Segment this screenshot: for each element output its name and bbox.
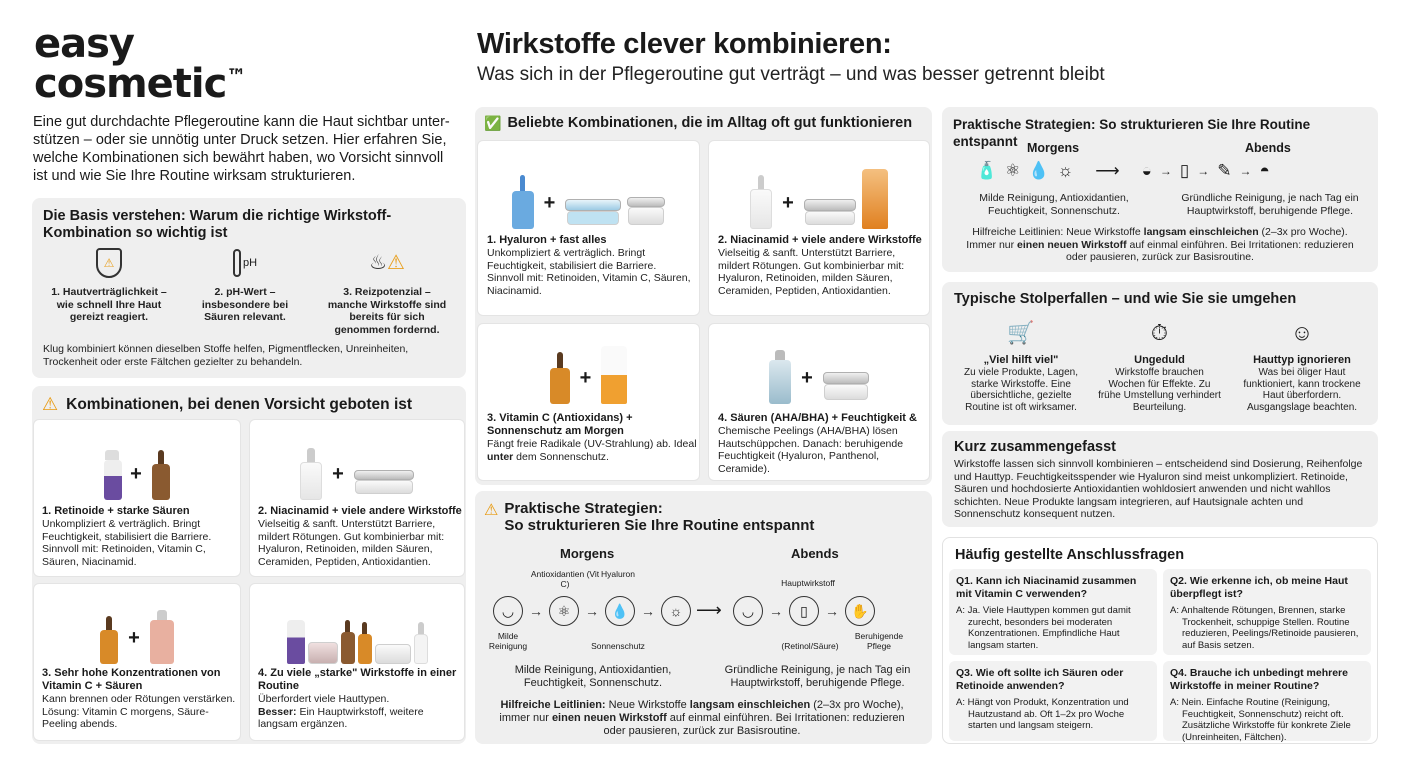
summary-text: Wirkstoffe lassen sich sinnvoll kombinie… (954, 458, 1363, 520)
plus-icon: + (332, 463, 344, 485)
brand-logo: easy cosmetic™ (34, 21, 246, 107)
caution-card-1: + 1. Retinoide + starke Säuren Unkompliz… (33, 419, 241, 577)
cleanser-bowl-icon: ◡ (493, 596, 523, 626)
arrow-icon: → (1159, 164, 1172, 178)
shopping-cart-icon: 🛒 (1007, 320, 1035, 345)
thermometer-ph-icon: pH (190, 248, 300, 278)
faq-item-3: Q3. Wie oft sollte ich Säuren oder Retin… (949, 661, 1157, 741)
basis-panel: Die Basis verstehen: Warum die richtige … (32, 198, 466, 378)
evening-routine-steps: ◡ → ▯ → ✋ (733, 596, 875, 626)
product-image (250, 592, 464, 664)
basis-item-2: pH 2. pH-Wert – insbesondere bei Säuren … (190, 248, 300, 324)
basis-item-3: ♨⚠ 3. Reizpotenzial – manche Wirkstoffe … (322, 248, 452, 336)
plus-icon: + (543, 192, 556, 214)
logo-trademark: ™ (226, 64, 246, 88)
arrow-icon: → (585, 603, 599, 619)
morning-routine-steps: ◡ → ⚛ → 💧 → ☼ (493, 596, 691, 626)
plus-icon: + (782, 192, 794, 214)
page-subtitle: Was sich in der Pflegeroutine gut verträ… (477, 64, 1105, 85)
checkmark-icon: ✅ (484, 115, 502, 131)
long-arrow-icon: ⟶ (696, 600, 722, 620)
sun-icon: ☼ (661, 596, 691, 626)
bottle-icon: ▯ (1179, 161, 1190, 180)
arrow-icon: → (1197, 164, 1210, 178)
caution-title: Kombinationen, bei denen Vorsicht gebote… (66, 396, 413, 413)
right-routine-icons: 🧴 ⚛ 💧 ☼ ⟶ ◒ → ▯ → ✎ → ◓ (976, 161, 1270, 181)
warning-icon: ⚠ (42, 394, 59, 414)
shield-icon: ⚠ (96, 248, 122, 278)
popular-card-3: + 3. Vitamin C (Antioxidans) + Sonnensch… (477, 323, 700, 481)
faq-title: Häufig gestellte Anschlussfragen (955, 547, 1185, 563)
basis-title: Die Basis verstehen: Warum die richtige … (43, 208, 392, 241)
caution-card-3: + 3. Sehr hohe Konzentrationen von Vitam… (33, 583, 241, 741)
cleanser-bowl-icon: ◒ (1141, 161, 1152, 180)
caution-card-4: 4. Zu viele „starke" Wirkstoffe in einer… (249, 583, 465, 741)
product-image: + (709, 332, 929, 404)
intro-text: Eine gut durchdachte Pflegeroutine kann … (33, 114, 450, 184)
page-title: Wirkstoffe clever kombinieren: (477, 28, 892, 60)
strategy-right-panel: Praktische Strategien: So strukturieren … (942, 107, 1378, 272)
bottle-icon: 🧴 (976, 161, 998, 180)
faq-item-2: Q2. Wie erkenne ich, ob meine Haut überp… (1163, 569, 1371, 655)
strategy-morning-label: Morgens (560, 546, 615, 561)
popular-card-4: + 4. Säuren (AHA/BHA) + Feuchtigkeit & C… (708, 323, 930, 481)
product-image: + (478, 332, 699, 404)
summary-panel: Kurz zusammengefasst Wirkstoffe lassen s… (942, 431, 1378, 527)
basis-footer: Klug kombiniert können dieselben Stoffe … (43, 343, 409, 368)
logo-line-1: easy (34, 21, 135, 67)
strategy-panel: ⚠ Praktische Strategien: So strukturiere… (475, 491, 932, 744)
arrow-icon: → (1239, 164, 1252, 178)
plus-icon: + (130, 463, 142, 485)
strategy-tip: Hilfreiche Leitlinien: Neue Wirkstoffe l… (499, 699, 905, 737)
product-image: + (34, 428, 240, 500)
strategy-evening-label: Abends (791, 546, 839, 561)
popular-title: Beliebte Kombinationen, die im Alltag of… (507, 115, 913, 131)
popular-card-1: + 1. Hyaluron + fast alles Unkompliziert… (477, 140, 700, 316)
pitfall-item-2: ⏱ Ungeduld Wirkstoffe brauchen Wochen fü… (1098, 320, 1221, 413)
pitfalls-title: Typische Stolperfallen – und wie Sie sie… (954, 291, 1297, 307)
arrow-icon: → (769, 603, 783, 619)
arrow-icon: → (529, 603, 543, 619)
dropper-icon: ✎ (1217, 161, 1232, 180)
faq-item-4: Q4. Brauche ich unbedingt mehrere Wirkst… (1163, 661, 1371, 743)
sun-icon: ☼ (1057, 161, 1074, 180)
faq-item-1: Q1. Kann ich Niacinamid zusammen mit Vit… (949, 569, 1157, 655)
product-image: + (34, 592, 240, 664)
hand-drop-icon: ✋ (845, 596, 875, 626)
cleanser-bowl-icon: ◡ (733, 596, 763, 626)
strategy-title-1: Praktische Strategien: (504, 500, 663, 517)
jar-icon: ◓ (1259, 161, 1270, 180)
summary-title: Kurz zusammengefasst (954, 439, 1116, 455)
pitfalls-panel: Typische Stolperfallen – und wie Sie sie… (942, 282, 1378, 425)
atom-icon: ⚛ (549, 596, 579, 626)
face-icon: ☺ (1290, 320, 1314, 345)
plus-icon: + (579, 367, 592, 389)
long-arrow-icon: ⟶ (1095, 161, 1120, 180)
strategy-title-2: So strukturieren Sie Ihre Routine entspa… (504, 517, 815, 534)
arrow-icon: → (641, 603, 655, 619)
strategy-right-tip: Hilfreiche Leitlinien: Neue Wirkstoffe l… (966, 226, 1354, 263)
product-image: + (478, 151, 699, 229)
pitfall-item-3: ☺ Hauttyp ignorieren Was bei öliger Haut… (1237, 318, 1367, 413)
logo-line-2: cosmetic (34, 61, 227, 107)
product-image: + (709, 151, 929, 229)
atom-icon: ⚛ (1005, 161, 1021, 180)
plus-icon: + (128, 627, 140, 649)
product-image: + (250, 428, 464, 500)
droplet-icon: 💧 (1028, 161, 1050, 180)
plus-icon: + (801, 367, 813, 389)
caution-card-2: + 2. Niacinamid + viele andere Wirkstoff… (249, 419, 465, 577)
strategy-right-title: Praktische Strategien: So strukturieren … (953, 117, 1311, 149)
droplet-icon: 💧 (605, 596, 635, 626)
tube-icon: ▯ (789, 596, 819, 626)
arrow-icon: → (825, 603, 839, 619)
stopwatch-icon: ⏱ (1150, 320, 1169, 345)
popular-card-2: + 2. Niacinamid + viele andere Wirkstoff… (708, 140, 930, 316)
faq-panel: Häufig gestellte Anschlussfragen Q1. Kan… (942, 537, 1378, 744)
basis-item-1: ⚠ 1. Hautverträglichkeit – wie schnell I… (44, 248, 174, 324)
warning-icon: ⚠ (484, 502, 499, 519)
pitfall-item-1: 🛒 „Viel hilft viel" Zu viele Produkte, L… (956, 318, 1086, 413)
flame-warning-icon: ♨⚠ (369, 252, 405, 274)
